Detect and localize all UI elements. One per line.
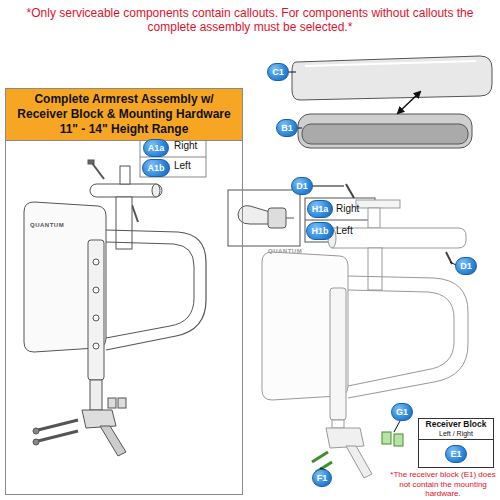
callout-number: H1a [307,200,334,218]
brand-logo: QUANTUM [268,248,328,255]
callout-number: A1b [142,159,169,177]
callout-number: C1 [267,63,289,81]
complete-armrest [24,160,206,456]
callout-text: H1b [311,226,328,236]
panel-header: Complete Armrest Assembly w/ Receiver Bl… [6,89,242,141]
leader-lines [287,72,456,470]
washers [382,432,403,446]
armrest-cover [292,56,492,100]
callout-text: D1 [296,181,308,191]
callout-number: E1 [445,445,466,463]
note: *The receiver block (E1) does not contai… [388,470,498,499]
box-heading: Receiver Block [421,420,491,430]
callout-text: G1 [396,407,408,417]
box-subtext: Left / Right [421,430,491,438]
callout-text: E1 [450,449,461,459]
fit-arrow [398,92,420,113]
callout-number: G1 [391,403,413,421]
callout-number: H1b [306,222,333,240]
callout-number: B1 [276,119,298,137]
callout-number: A1a [143,139,170,157]
callout-number: D1 [455,257,477,275]
callout-text: A1b [147,163,164,173]
brand-logo: QUANTUM [30,222,90,229]
callout-text: H1a [312,204,329,214]
callout-text: F1 [317,473,328,483]
table-cell: Right [336,203,374,215]
table-cell: Left [174,160,206,172]
armrest-pad [298,114,472,148]
table-cell: Left [336,225,374,237]
callout-number: D1 [291,177,313,195]
receiver-header: Receiver BlockLeft / Right [419,419,493,440]
receiver-box: Receiver BlockLeft / RightE1 [418,418,494,468]
assembly-panel: Complete Armrest Assembly w/ Receiver Bl… [5,88,243,495]
callout-text: A1a [148,143,165,153]
table-cell: Right [174,140,206,152]
callout-text: D1 [460,261,472,271]
callout-text: C1 [272,67,284,77]
callout-number: F1 [312,469,333,487]
note: *Only serviceable components contain cal… [22,6,478,35]
callout-text: B1 [281,123,293,133]
callout-table [140,137,206,177]
